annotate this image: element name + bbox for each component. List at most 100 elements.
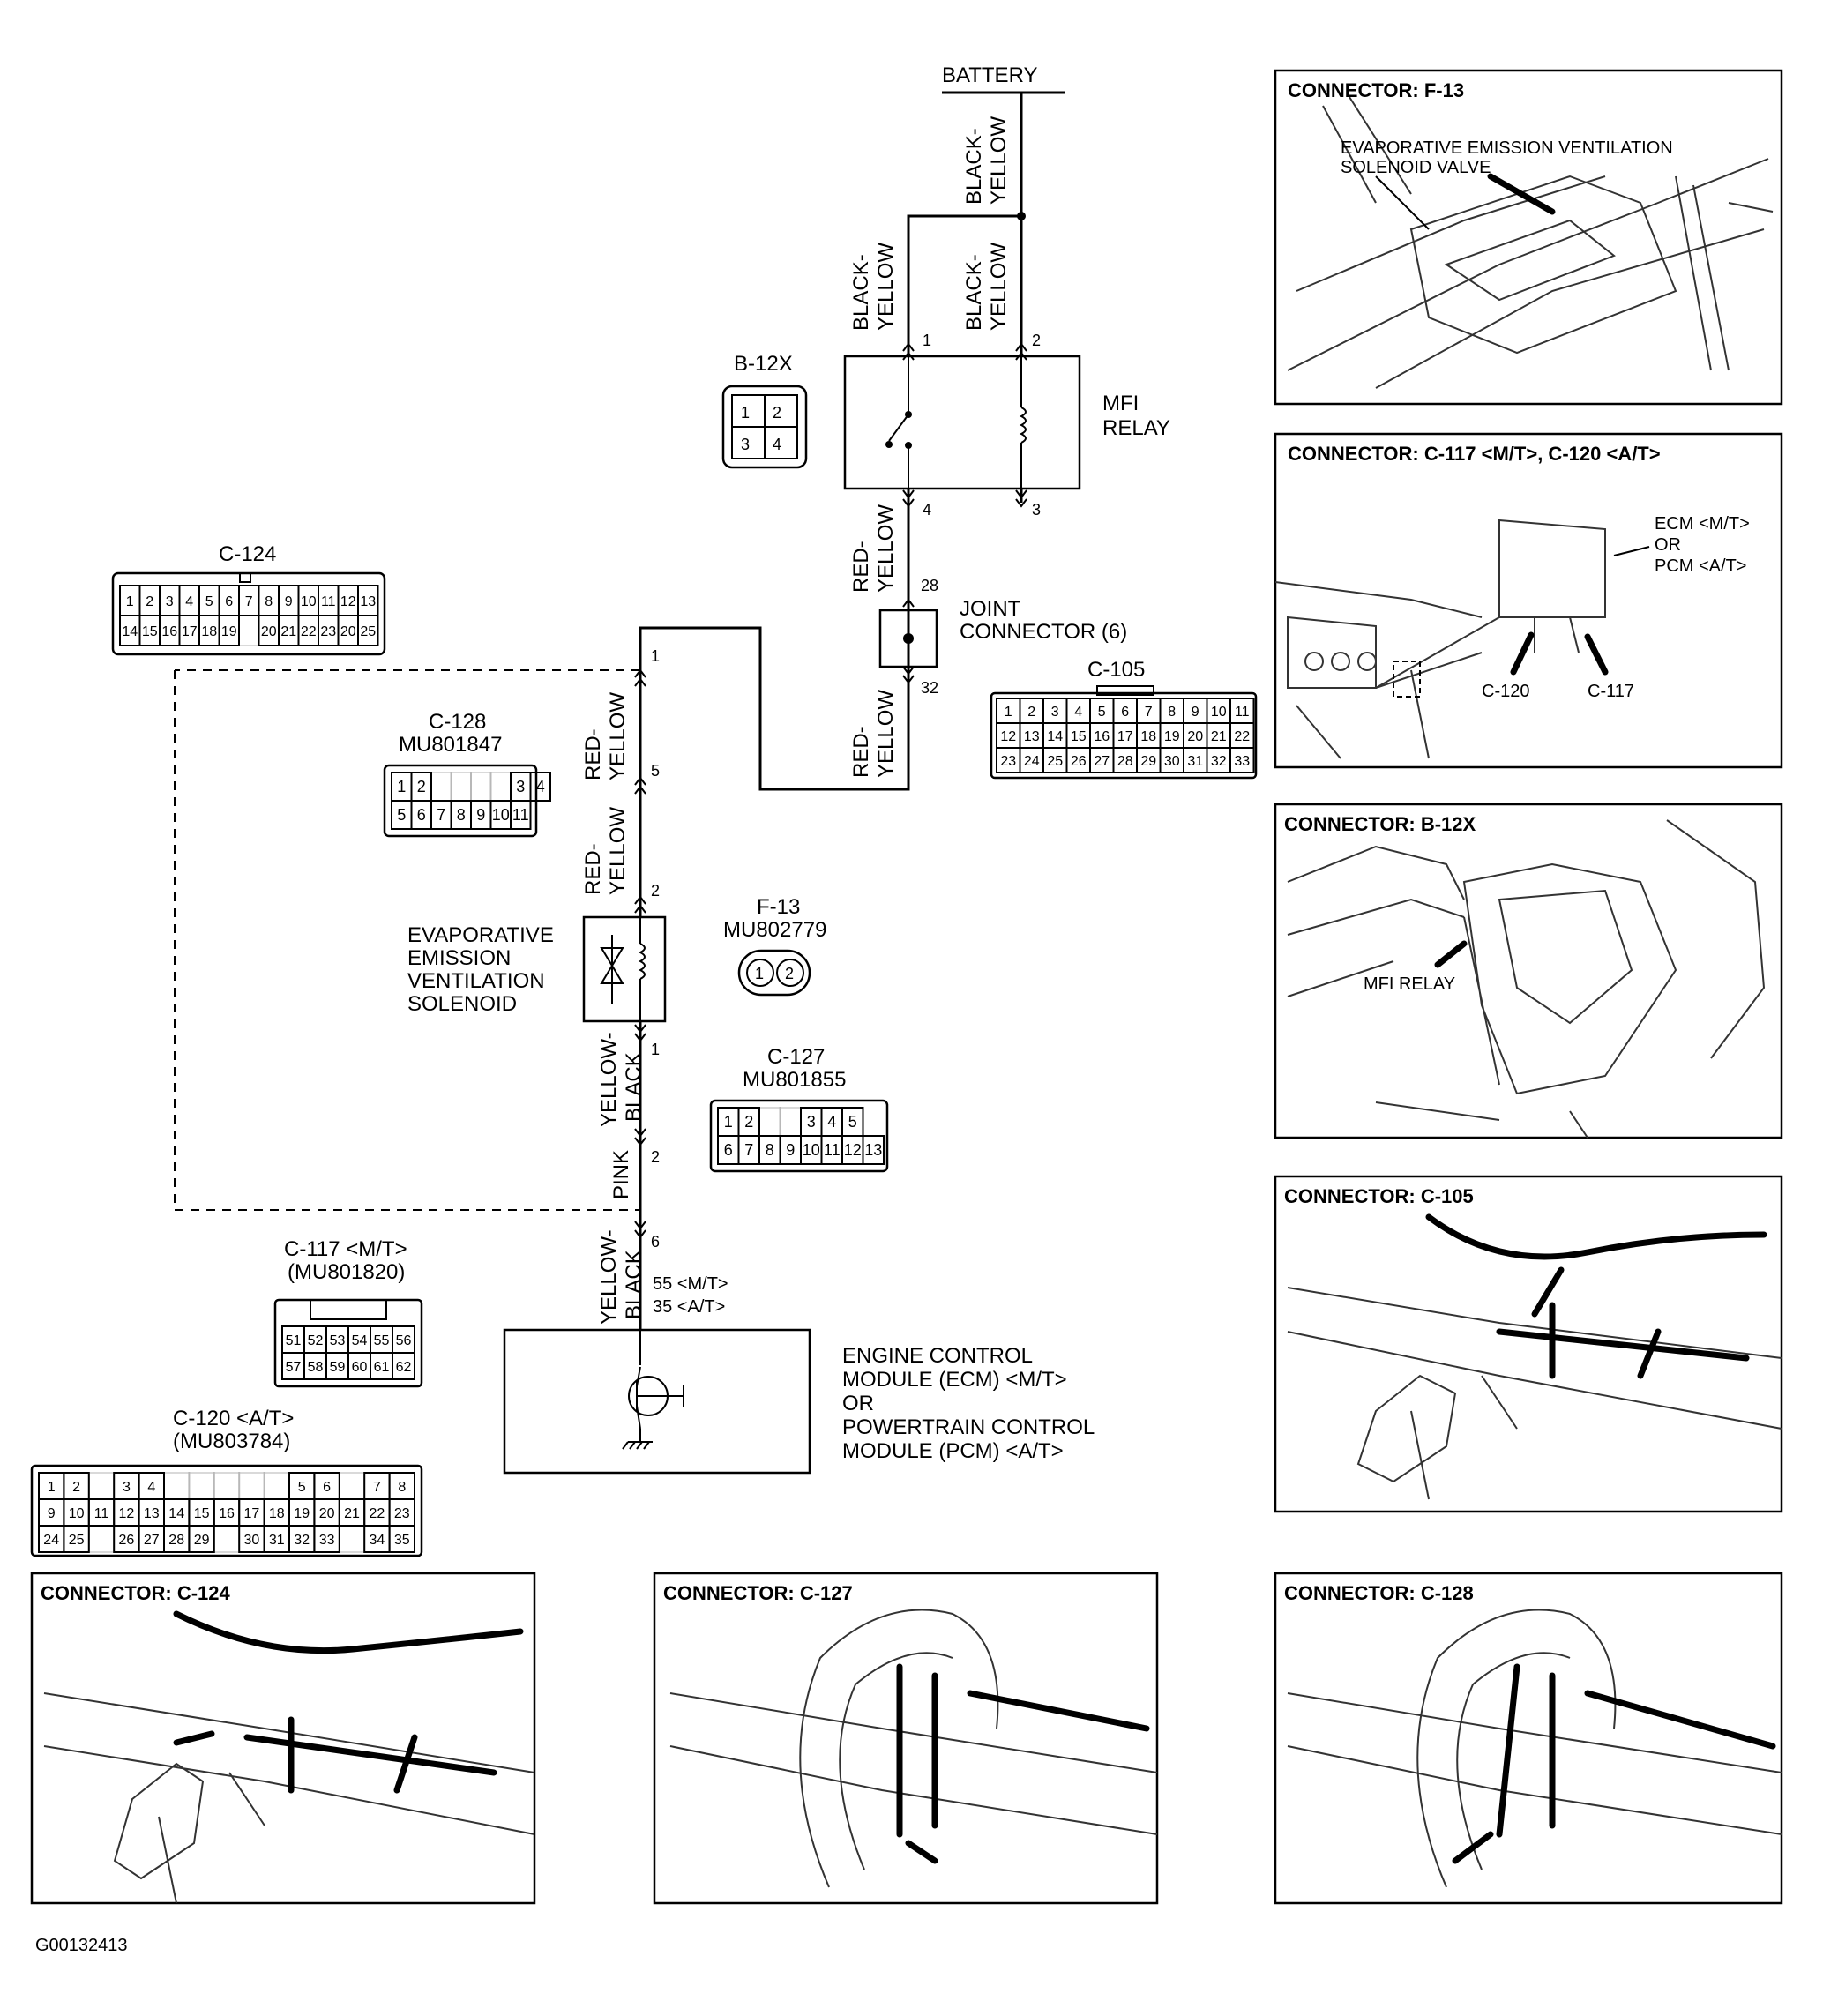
pin-number: 9 bbox=[786, 1141, 795, 1159]
view-callout: SOLENOID VALVE bbox=[1341, 158, 1491, 177]
pin-number: 60 bbox=[352, 1360, 368, 1375]
pin-number: 26 bbox=[119, 1533, 135, 1548]
connector-name: C-127 bbox=[767, 1045, 825, 1069]
pin-number: 3 bbox=[166, 594, 174, 609]
wire-label: BLACK- bbox=[962, 254, 986, 331]
view-c117: CONNECTOR: C-117 <M/T>, C-120 <A/T> ECM … bbox=[1274, 432, 1783, 769]
pin-number: 20 bbox=[319, 1506, 335, 1521]
pin-number: 59 bbox=[330, 1360, 346, 1375]
pin-number: 7 bbox=[245, 594, 253, 609]
connector-name: C-117 <M/T> bbox=[284, 1237, 407, 1261]
pin-number: 10 bbox=[301, 594, 317, 609]
view-c105: CONNECTOR: C-105 bbox=[1274, 1175, 1783, 1513]
pin-number: 11 bbox=[512, 806, 529, 824]
relay-name: MFI bbox=[1102, 392, 1139, 415]
pin-number: 17 bbox=[1117, 729, 1133, 744]
wire-label: BLACK bbox=[622, 1052, 646, 1122]
pin-number: 2 bbox=[146, 594, 153, 609]
pin-number: 11 bbox=[1235, 705, 1250, 720]
view-title: CONNECTOR: C-124 bbox=[41, 1582, 231, 1604]
pin-number: 1 bbox=[126, 594, 134, 609]
pin-number: 30 bbox=[1164, 754, 1180, 769]
pin-number: 7 bbox=[373, 1480, 381, 1495]
pin-number: 21 bbox=[280, 624, 296, 639]
pin-number: 21 bbox=[1211, 729, 1227, 744]
pin-number: 24 bbox=[43, 1533, 59, 1548]
pin-number: 20 bbox=[261, 624, 277, 639]
pin-number: 28 bbox=[1117, 754, 1133, 769]
pin-number: 22 bbox=[301, 624, 317, 639]
pin-number: 21 bbox=[344, 1506, 360, 1521]
view-label: C-120 bbox=[1482, 682, 1529, 701]
pin-number: 22 bbox=[370, 1506, 385, 1521]
pin-number: 3 bbox=[516, 778, 525, 795]
wire-label: PINK bbox=[609, 1150, 633, 1199]
pin-number: 35 bbox=[394, 1533, 410, 1548]
pin-number: 9 bbox=[476, 806, 485, 824]
connector-name: C-105 bbox=[1087, 658, 1145, 682]
pin: 3 bbox=[741, 436, 750, 453]
pin-number: 34 bbox=[370, 1533, 385, 1548]
pin-1: 1 bbox=[651, 647, 660, 665]
connector-b12x: B-12X 1 2 3 4 bbox=[721, 352, 808, 469]
pin-number: 7 bbox=[437, 806, 445, 824]
pin-number: 25 bbox=[69, 1533, 85, 1548]
pin-number: 11 bbox=[321, 594, 336, 609]
view-f13: CONNECTOR: F-13 EVAPORATIVE EMISSION VEN… bbox=[1274, 69, 1783, 406]
pin-number: 12 bbox=[340, 594, 356, 609]
ecm-pin-mt: 55 <M/T> bbox=[653, 1274, 728, 1294]
pin-number: 8 bbox=[1168, 705, 1176, 720]
pin-number: 12 bbox=[119, 1506, 135, 1521]
evap-solenoid: 2 EVAPORATIVE EMISSION VENTILATION SOLEN… bbox=[407, 882, 728, 1330]
pin-number: 10 bbox=[69, 1506, 85, 1521]
pin-number: 4 bbox=[827, 1113, 836, 1131]
pin-number: 9 bbox=[285, 594, 293, 609]
joint-label-2: CONNECTOR (6) bbox=[960, 620, 1127, 644]
view-c124: CONNECTOR: C-124 bbox=[30, 1572, 536, 1905]
solenoid-label-2: EMISSION bbox=[407, 946, 511, 970]
solenoid-label-4: SOLENOID bbox=[407, 992, 517, 1016]
joint-pin-32: 32 bbox=[921, 679, 938, 697]
pin-number: 23 bbox=[1000, 754, 1016, 769]
pin-number: 8 bbox=[265, 594, 273, 609]
pin-number: 29 bbox=[1140, 754, 1156, 769]
pin-number: 58 bbox=[308, 1360, 324, 1375]
view-title: CONNECTOR: C-117 <M/T>, C-120 <A/T> bbox=[1288, 443, 1661, 465]
pin-number: 19 bbox=[294, 1506, 310, 1521]
pin-number: 20 bbox=[1187, 729, 1203, 744]
pin-number: 62 bbox=[396, 1360, 412, 1375]
wire-label: YELLOW- bbox=[597, 1229, 621, 1325]
view-title: CONNECTOR: C-128 bbox=[1284, 1582, 1474, 1604]
pin-number: 13 bbox=[144, 1506, 160, 1521]
pin-number: 4 bbox=[185, 594, 193, 609]
view-title: CONNECTOR: F-13 bbox=[1288, 79, 1464, 101]
view-title: CONNECTOR: B-12X bbox=[1284, 813, 1476, 835]
pin-number: 5 bbox=[205, 594, 213, 609]
pin-number: 17 bbox=[244, 1506, 260, 1521]
pin-number: 5 bbox=[848, 1113, 857, 1131]
pin-cell bbox=[510, 800, 532, 830]
pin-cell bbox=[218, 615, 240, 646]
connector-f13: F-13 MU802779 1 2 bbox=[723, 895, 826, 997]
pin-cell bbox=[392, 1352, 415, 1380]
wire-label: YELLOW bbox=[987, 243, 1011, 331]
pin-number: 5 bbox=[397, 806, 406, 824]
pin-number: 54 bbox=[352, 1333, 368, 1348]
pin-number: 32 bbox=[1211, 754, 1227, 769]
joint-label-1: JOINT bbox=[960, 597, 1021, 621]
pin-number: 10 bbox=[492, 806, 510, 824]
pin-number: 16 bbox=[1094, 729, 1110, 744]
pin-number: 27 bbox=[144, 1533, 160, 1548]
pin-number: 18 bbox=[269, 1506, 285, 1521]
connector-part: (MU801820) bbox=[288, 1260, 405, 1284]
pin-number: 15 bbox=[142, 624, 158, 639]
pin-number: 3 bbox=[1051, 705, 1059, 720]
pin-number: 25 bbox=[1047, 754, 1063, 769]
connector-name: B-12X bbox=[734, 352, 793, 376]
connector-name: C-124 bbox=[219, 542, 276, 566]
